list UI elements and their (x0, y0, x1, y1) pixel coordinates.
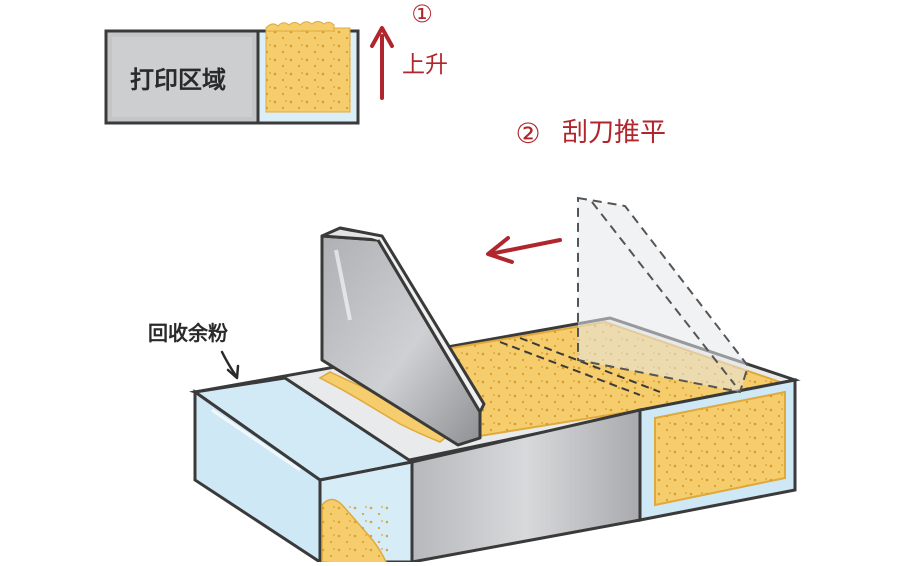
step1-text: 上升 (402, 52, 448, 78)
top-schematic: 打印区域 ① 上升 (106, 0, 448, 123)
step2-text: 刮刀推平 (562, 118, 666, 148)
step1-number: ① (411, 0, 433, 28)
step2-label: ② 刮刀推平 (515, 117, 666, 150)
step2-number: ② (515, 117, 540, 150)
machine-3d: 回收余粉 (148, 198, 795, 562)
scraper-ghost (578, 198, 748, 392)
left-arrow-icon (488, 238, 560, 262)
recycle-powder-label: 回收余粉 (148, 321, 228, 345)
pointer-arrow-icon (222, 352, 238, 378)
print-area-label: 打印区域 (130, 66, 226, 94)
up-arrow-icon (372, 28, 392, 98)
